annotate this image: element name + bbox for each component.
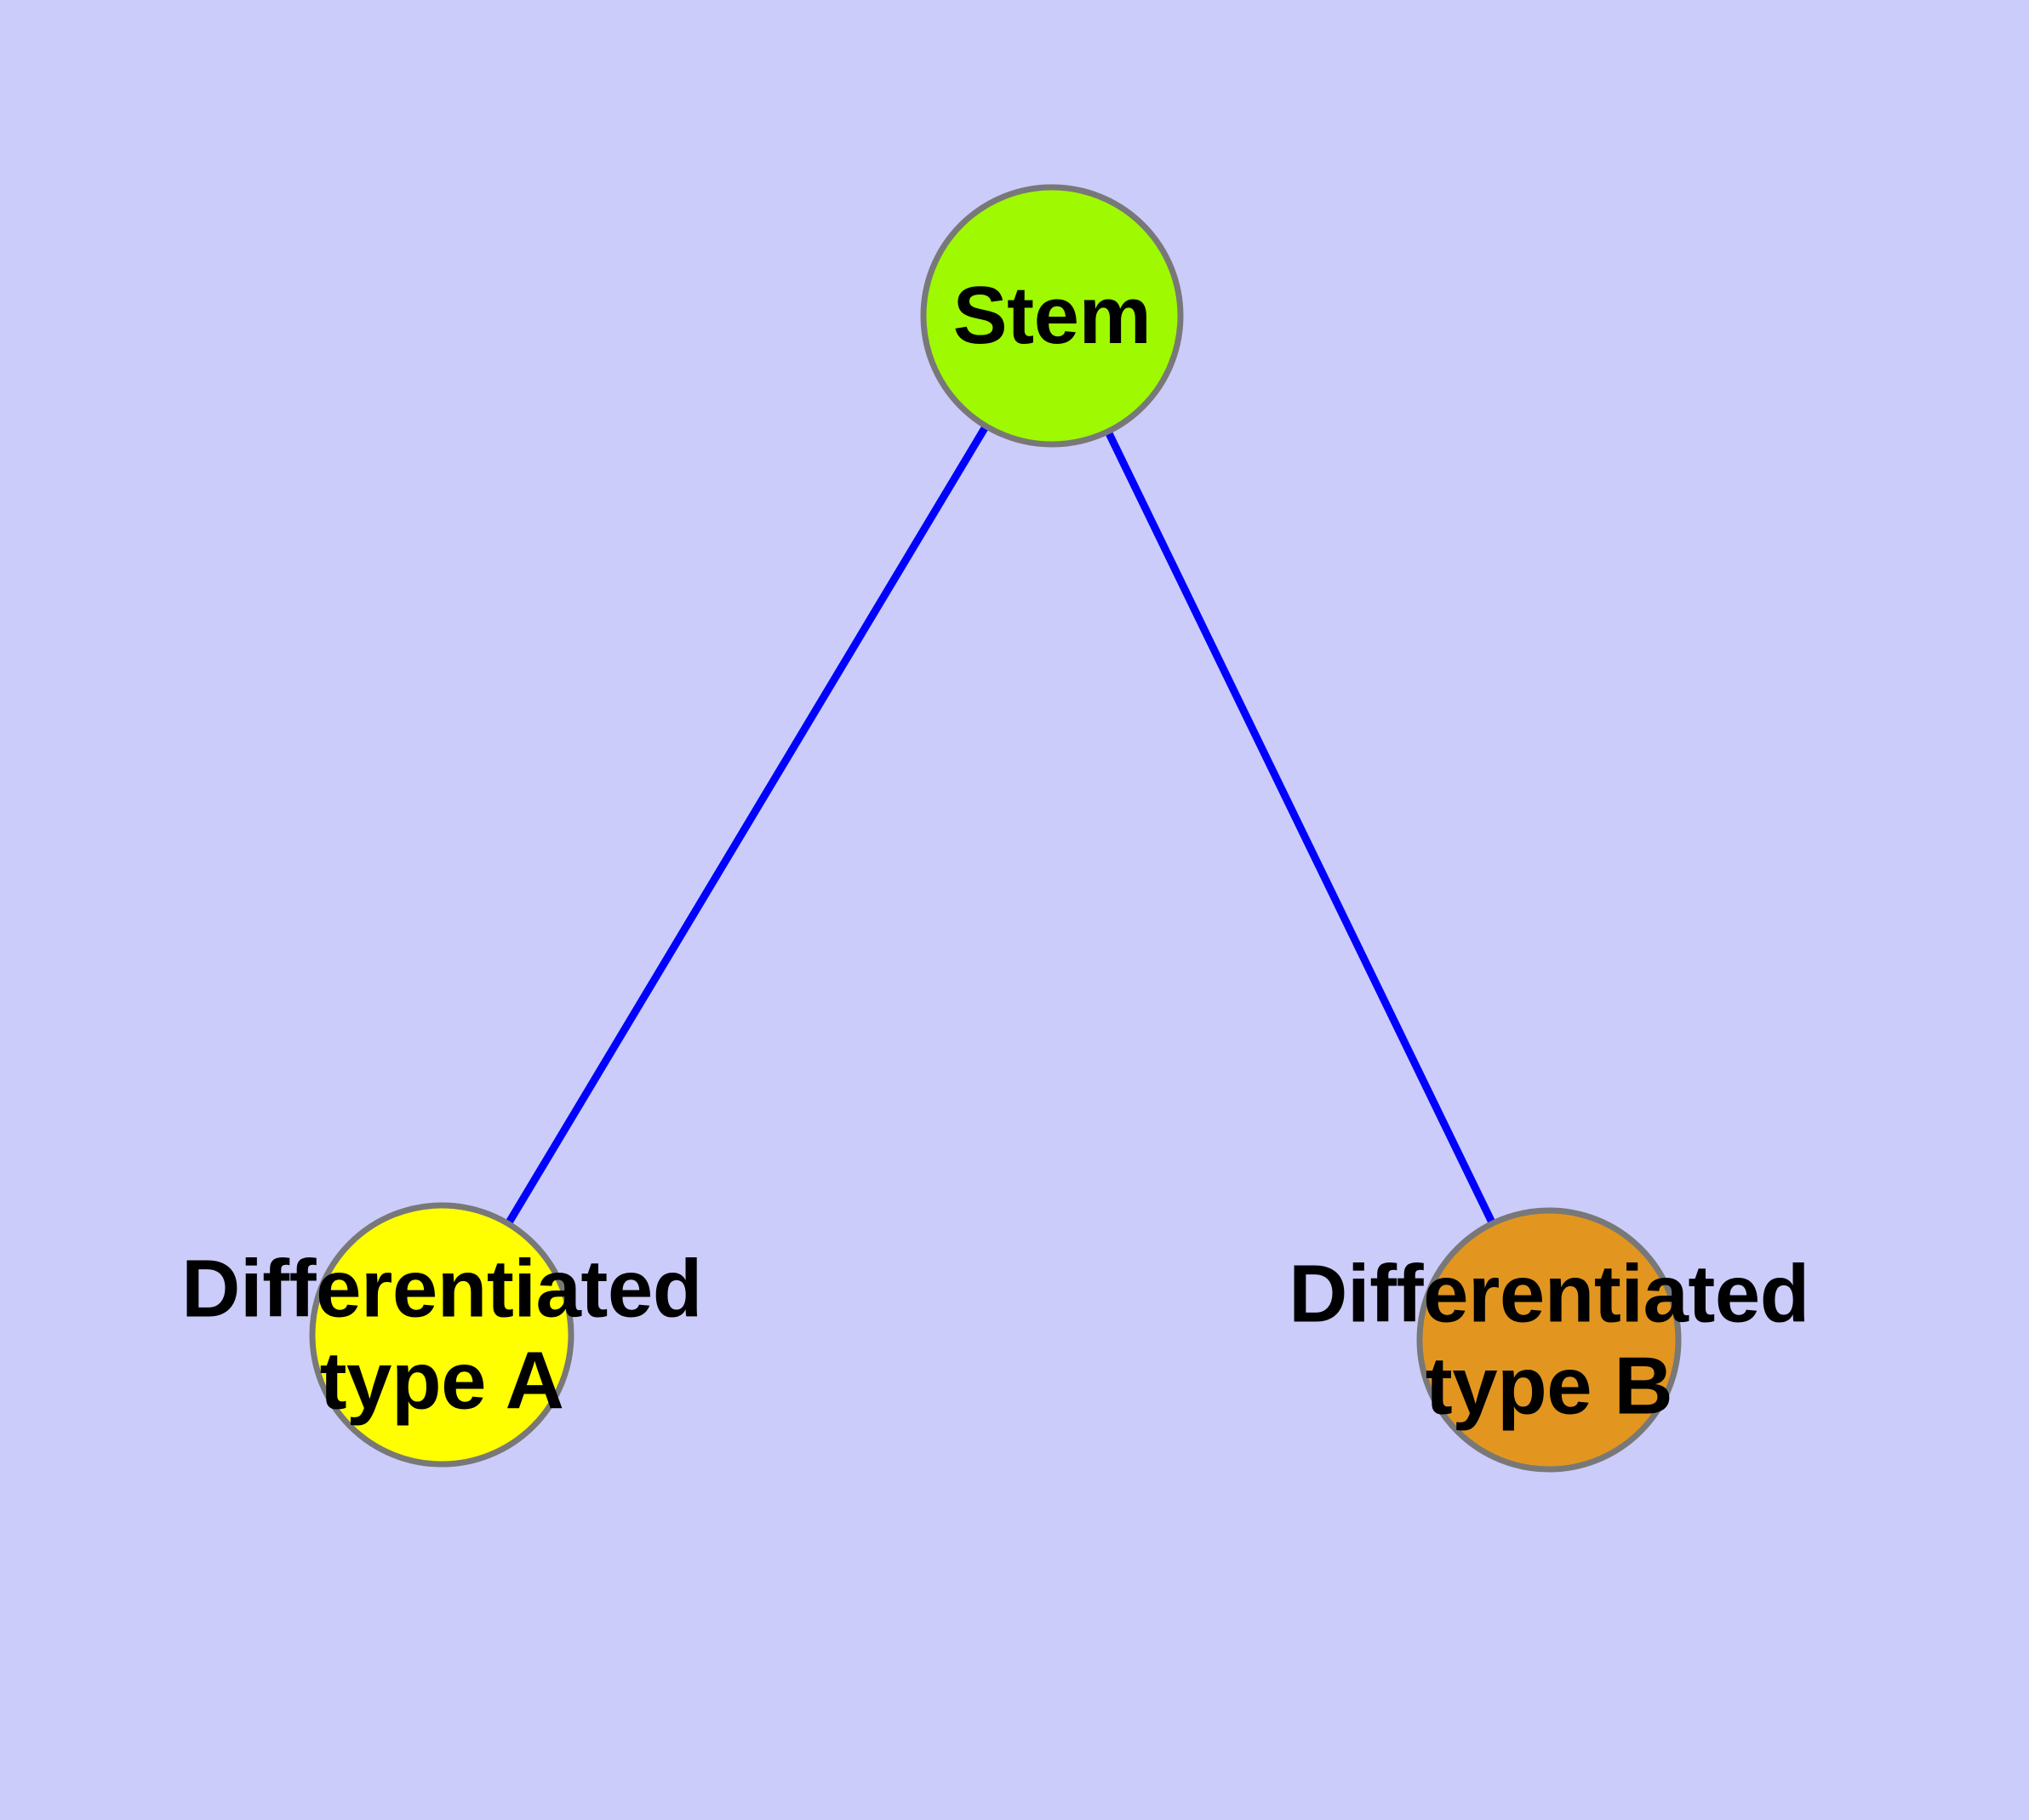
graph-node-stem[interactable] — [920, 184, 1184, 448]
edges-layer — [438, 313, 1553, 1342]
graph-node-diff-b[interactable] — [1416, 1207, 1682, 1473]
graph-edge-stem-to-diff-b[interactable] — [1048, 314, 1553, 1342]
graph-node-diff-a[interactable] — [309, 1202, 574, 1468]
graph-edge-stem-to-diff-a[interactable] — [438, 313, 1055, 1337]
nodes-layer — [309, 184, 1682, 1473]
